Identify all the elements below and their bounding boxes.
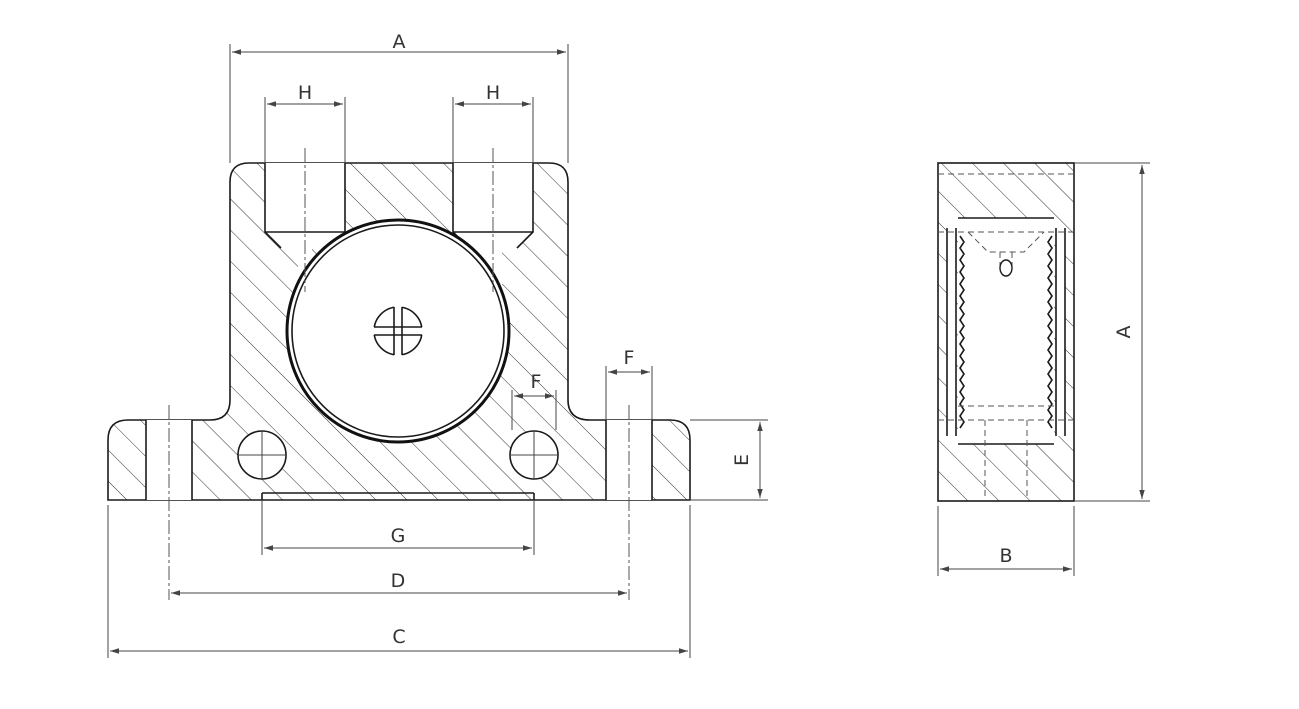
dim-label-A-side: A: [1113, 326, 1135, 339]
side-orifice: [999, 259, 1013, 277]
dim-label-F-lower: F: [531, 371, 542, 393]
dim-label-D: D: [391, 570, 406, 592]
pin-right: [509, 430, 559, 480]
dim-label-E: E: [731, 454, 753, 466]
dim-label-H-right: H: [486, 82, 500, 104]
front-view: A H H F F E G D: [107, 31, 768, 658]
side-view: A B: [937, 162, 1150, 576]
dim-label-A-front: A: [393, 31, 406, 53]
pin-left: [237, 430, 287, 480]
dim-label-C: C: [392, 626, 405, 648]
ball-center-symbol: [372, 305, 424, 357]
dim-label-G: G: [391, 525, 406, 547]
dim-label-F-upper: F: [624, 347, 635, 369]
dim-label-H-left: H: [298, 82, 312, 104]
dim-label-B: B: [999, 545, 1012, 567]
